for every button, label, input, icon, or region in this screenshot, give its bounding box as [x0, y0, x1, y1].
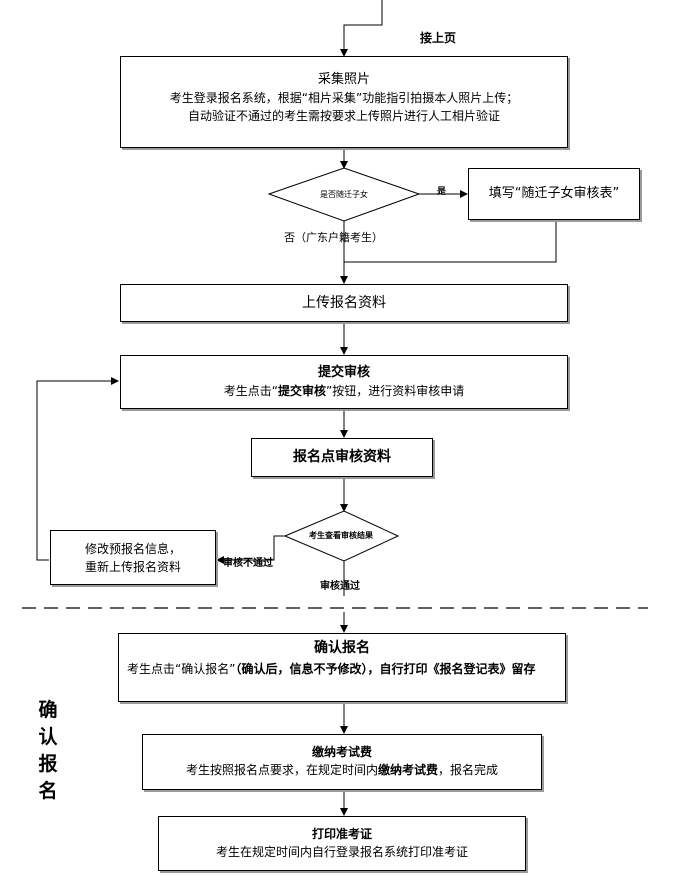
submit-review-desc: 考生点击“提交审核”按钮，进行资料审核申请	[121, 382, 567, 400]
section-label-char: 确	[38, 699, 58, 721]
continue-label: 接上页	[420, 31, 457, 45]
collect-photo-line1: 考生登录报名系统，根据“相片采集”功能指引拍摄本人照片上传；	[169, 91, 519, 105]
arrow-loop-back	[36, 377, 119, 561]
submit-review-bold: 提交审核	[277, 384, 326, 398]
confirm-registration-part1: 考生点击“确认报名”	[127, 662, 236, 676]
section-label-char: 名	[38, 780, 58, 802]
upload-materials-box: 上传报名资料	[120, 284, 568, 322]
modify-info-line1: 修改预报名信息，	[84, 542, 181, 556]
fill-migrant-form-box: 填写“随迁子女审核表”	[468, 168, 640, 220]
confirm-registration-desc: 考生点击“确认报名”（确认后，信息不予修改），自行打印《报名登记表》留存	[119, 660, 565, 679]
section-label-char: 报	[38, 753, 58, 775]
decision-migrant-yes-label: 是	[437, 187, 447, 197]
decision-result-pass-label: 审核通过	[320, 581, 360, 592]
section-label-confirm: 确 认 报 名	[37, 697, 59, 805]
decision-migrant-no-label: 否（广东户籍考生）	[284, 231, 383, 244]
fill-migrant-form-text: 填写“随迁子女审核表”	[488, 186, 620, 201]
pay-fee-bold: 缴纳考试费	[377, 763, 438, 777]
confirm-registration-title: 确认报名	[314, 640, 370, 656]
submit-review-suffix: ”按钮，进行资料审核申请	[326, 384, 465, 398]
pay-fee-prefix: 考生按照报名点要求，在规定时间内	[185, 763, 378, 777]
pay-fee-title: 缴纳考试费	[311, 745, 372, 759]
upload-materials-title: 上传报名资料	[302, 295, 386, 311]
confirm-registration-part2: （确认后，信息不予修改），自行打印《报	[235, 662, 452, 676]
submit-review-box: 提交审核 考生点击“提交审核”按钮，进行资料审核申请	[120, 355, 568, 409]
arrow-decision-fail	[216, 535, 285, 564]
section-label-char: 认	[38, 726, 58, 748]
arrow-from-previous-page	[340, 0, 383, 57]
submit-review-prefix: 考生点击“	[223, 384, 278, 398]
pay-fee-box: 缴纳考试费 考生按照报名点要求，在规定时间内缴纳考试费，报名完成	[142, 734, 542, 790]
pay-fee-suffix: ，报名完成	[438, 763, 499, 777]
modify-info-line2: 重新上传报名资料	[84, 560, 181, 574]
print-ticket-title: 打印准考证	[311, 827, 372, 841]
decision-migrant-diamond	[267, 167, 421, 222]
print-ticket-line1: 考生在规定时间内自行登录报名系统打印准考证	[215, 845, 468, 859]
collect-photo-title: 采集照片	[317, 72, 370, 87]
modify-info-box: 修改预报名信息， 重新上传报名资料	[50, 530, 216, 585]
line-form-return	[344, 221, 557, 263]
site-review-title: 报名点审核资料	[293, 449, 391, 465]
collect-photo-line2: 自动验证不通过的考生需按要求上传照片进行人工相片验证	[187, 109, 500, 123]
decision-result-diamond	[283, 510, 400, 562]
pay-fee-desc: 考生按照报名点要求，在规定时间内缴纳考试费，报名完成	[143, 761, 541, 779]
decision-migrant-question: 是否随迁子女	[320, 190, 368, 199]
decision-result-fail-label: 审核不通过	[223, 558, 273, 569]
print-ticket-box: 打印准考证 考生在规定时间内自行登录报名系统打印准考证	[158, 816, 526, 871]
confirm-registration-part3: 名登记表》留存	[451, 662, 536, 676]
confirm-registration-box: 确认报名 考生点击“确认报名”（确认后，信息不予修改），自行打印《报名登记表》留…	[118, 633, 566, 702]
site-review-box: 报名点审核资料	[251, 438, 433, 477]
submit-review-title: 提交审核	[317, 365, 370, 380]
decision-result-question: 考生查看审核结果	[309, 531, 373, 540]
collect-photo-box: 采集照片 考生登录报名系统，根据“相片采集”功能指引拍摄本人照片上传； 自动验证…	[120, 56, 568, 148]
